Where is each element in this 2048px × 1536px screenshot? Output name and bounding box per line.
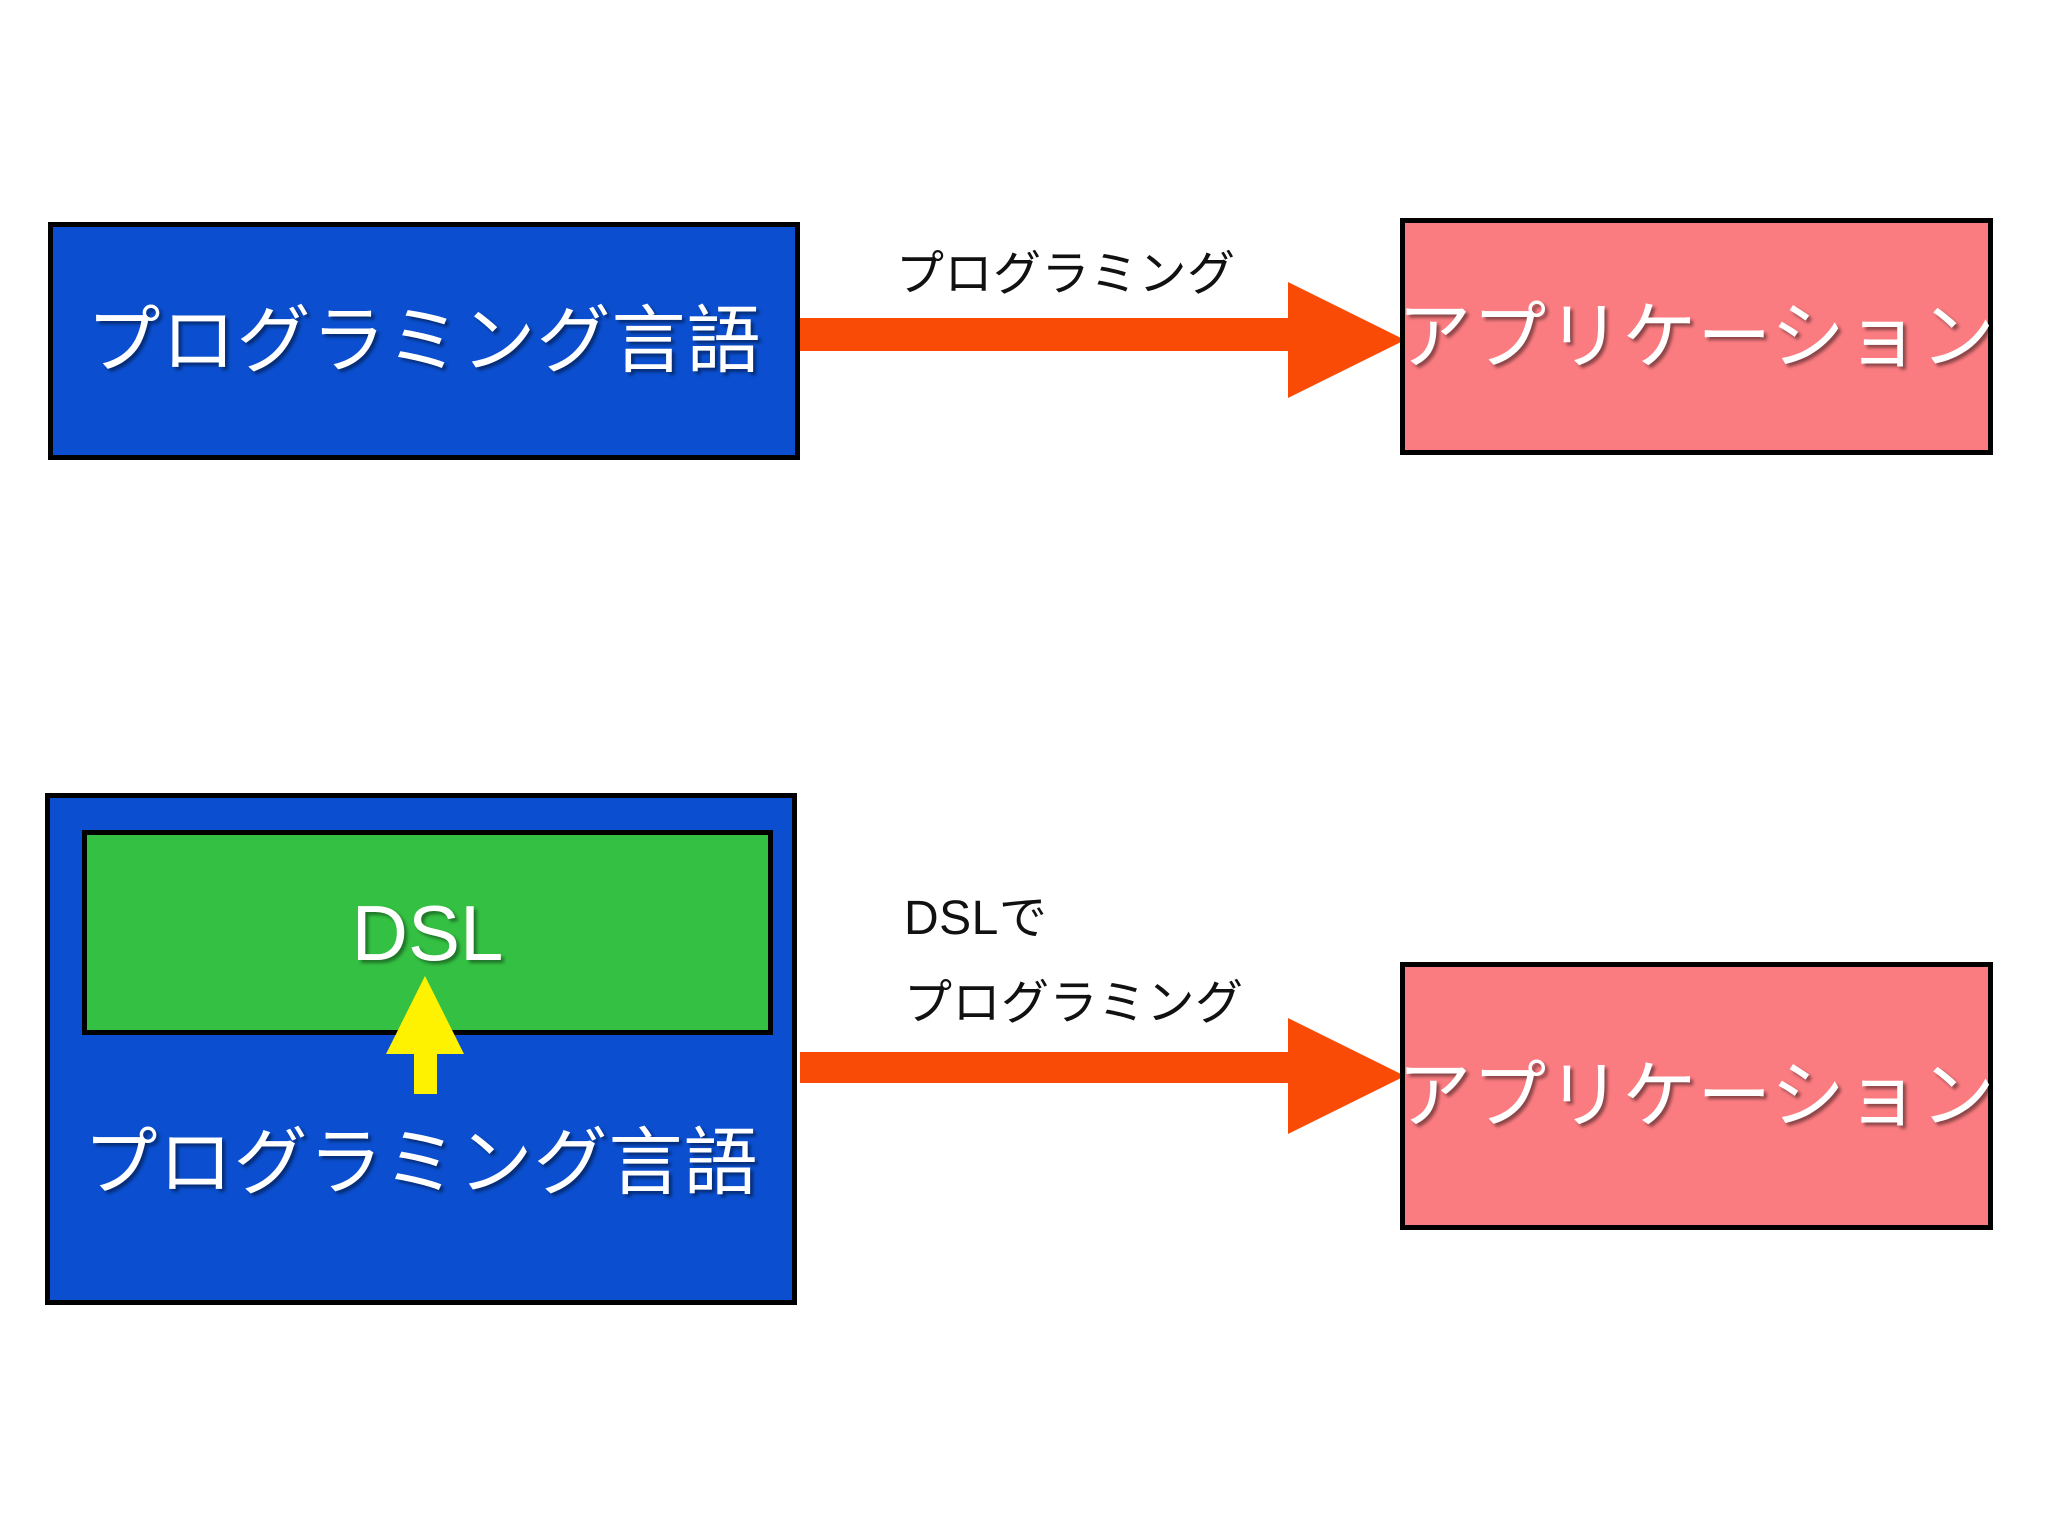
- application-label-top: アプリケーション: [1397, 294, 1996, 378]
- arrow-shaft-bottom: [800, 1052, 1295, 1083]
- application-label-bottom: アプリケーション: [1397, 1054, 1996, 1137]
- arrow-head-bottom: [1288, 1018, 1405, 1134]
- arrow-up-shaft: [414, 1050, 437, 1094]
- programming-language-label-bottom: プログラミング言語: [83, 1121, 759, 1204]
- application-box-top: アプリケーション: [1397, 218, 1996, 455]
- programming-language-label-bottom-wrap: プログラミング言語: [50, 1126, 792, 1200]
- arrow-caption-top: プログラミング: [896, 248, 1236, 301]
- programming-language-box-top: プログラミング言語: [48, 222, 800, 460]
- dsl-label: DSL: [351, 888, 504, 977]
- arrow-caption-bottom-line2: プログラミング: [904, 976, 1244, 1030]
- arrow-shaft-top: [800, 318, 1295, 351]
- programming-language-label-top: プログラミング言語: [86, 299, 762, 382]
- arrow-caption-bottom: DSLで プログラミング: [904, 890, 1244, 1033]
- programming-language-box-bottom: DSL プログラミング言語: [45, 793, 797, 1305]
- arrow-up-head: [386, 976, 464, 1054]
- application-box-bottom: アプリケーション: [1397, 962, 1996, 1230]
- arrow-up-icon: [386, 976, 464, 1094]
- arrow-caption-bottom-line1: DSLで: [904, 892, 1048, 945]
- arrow-head-top: [1288, 282, 1405, 398]
